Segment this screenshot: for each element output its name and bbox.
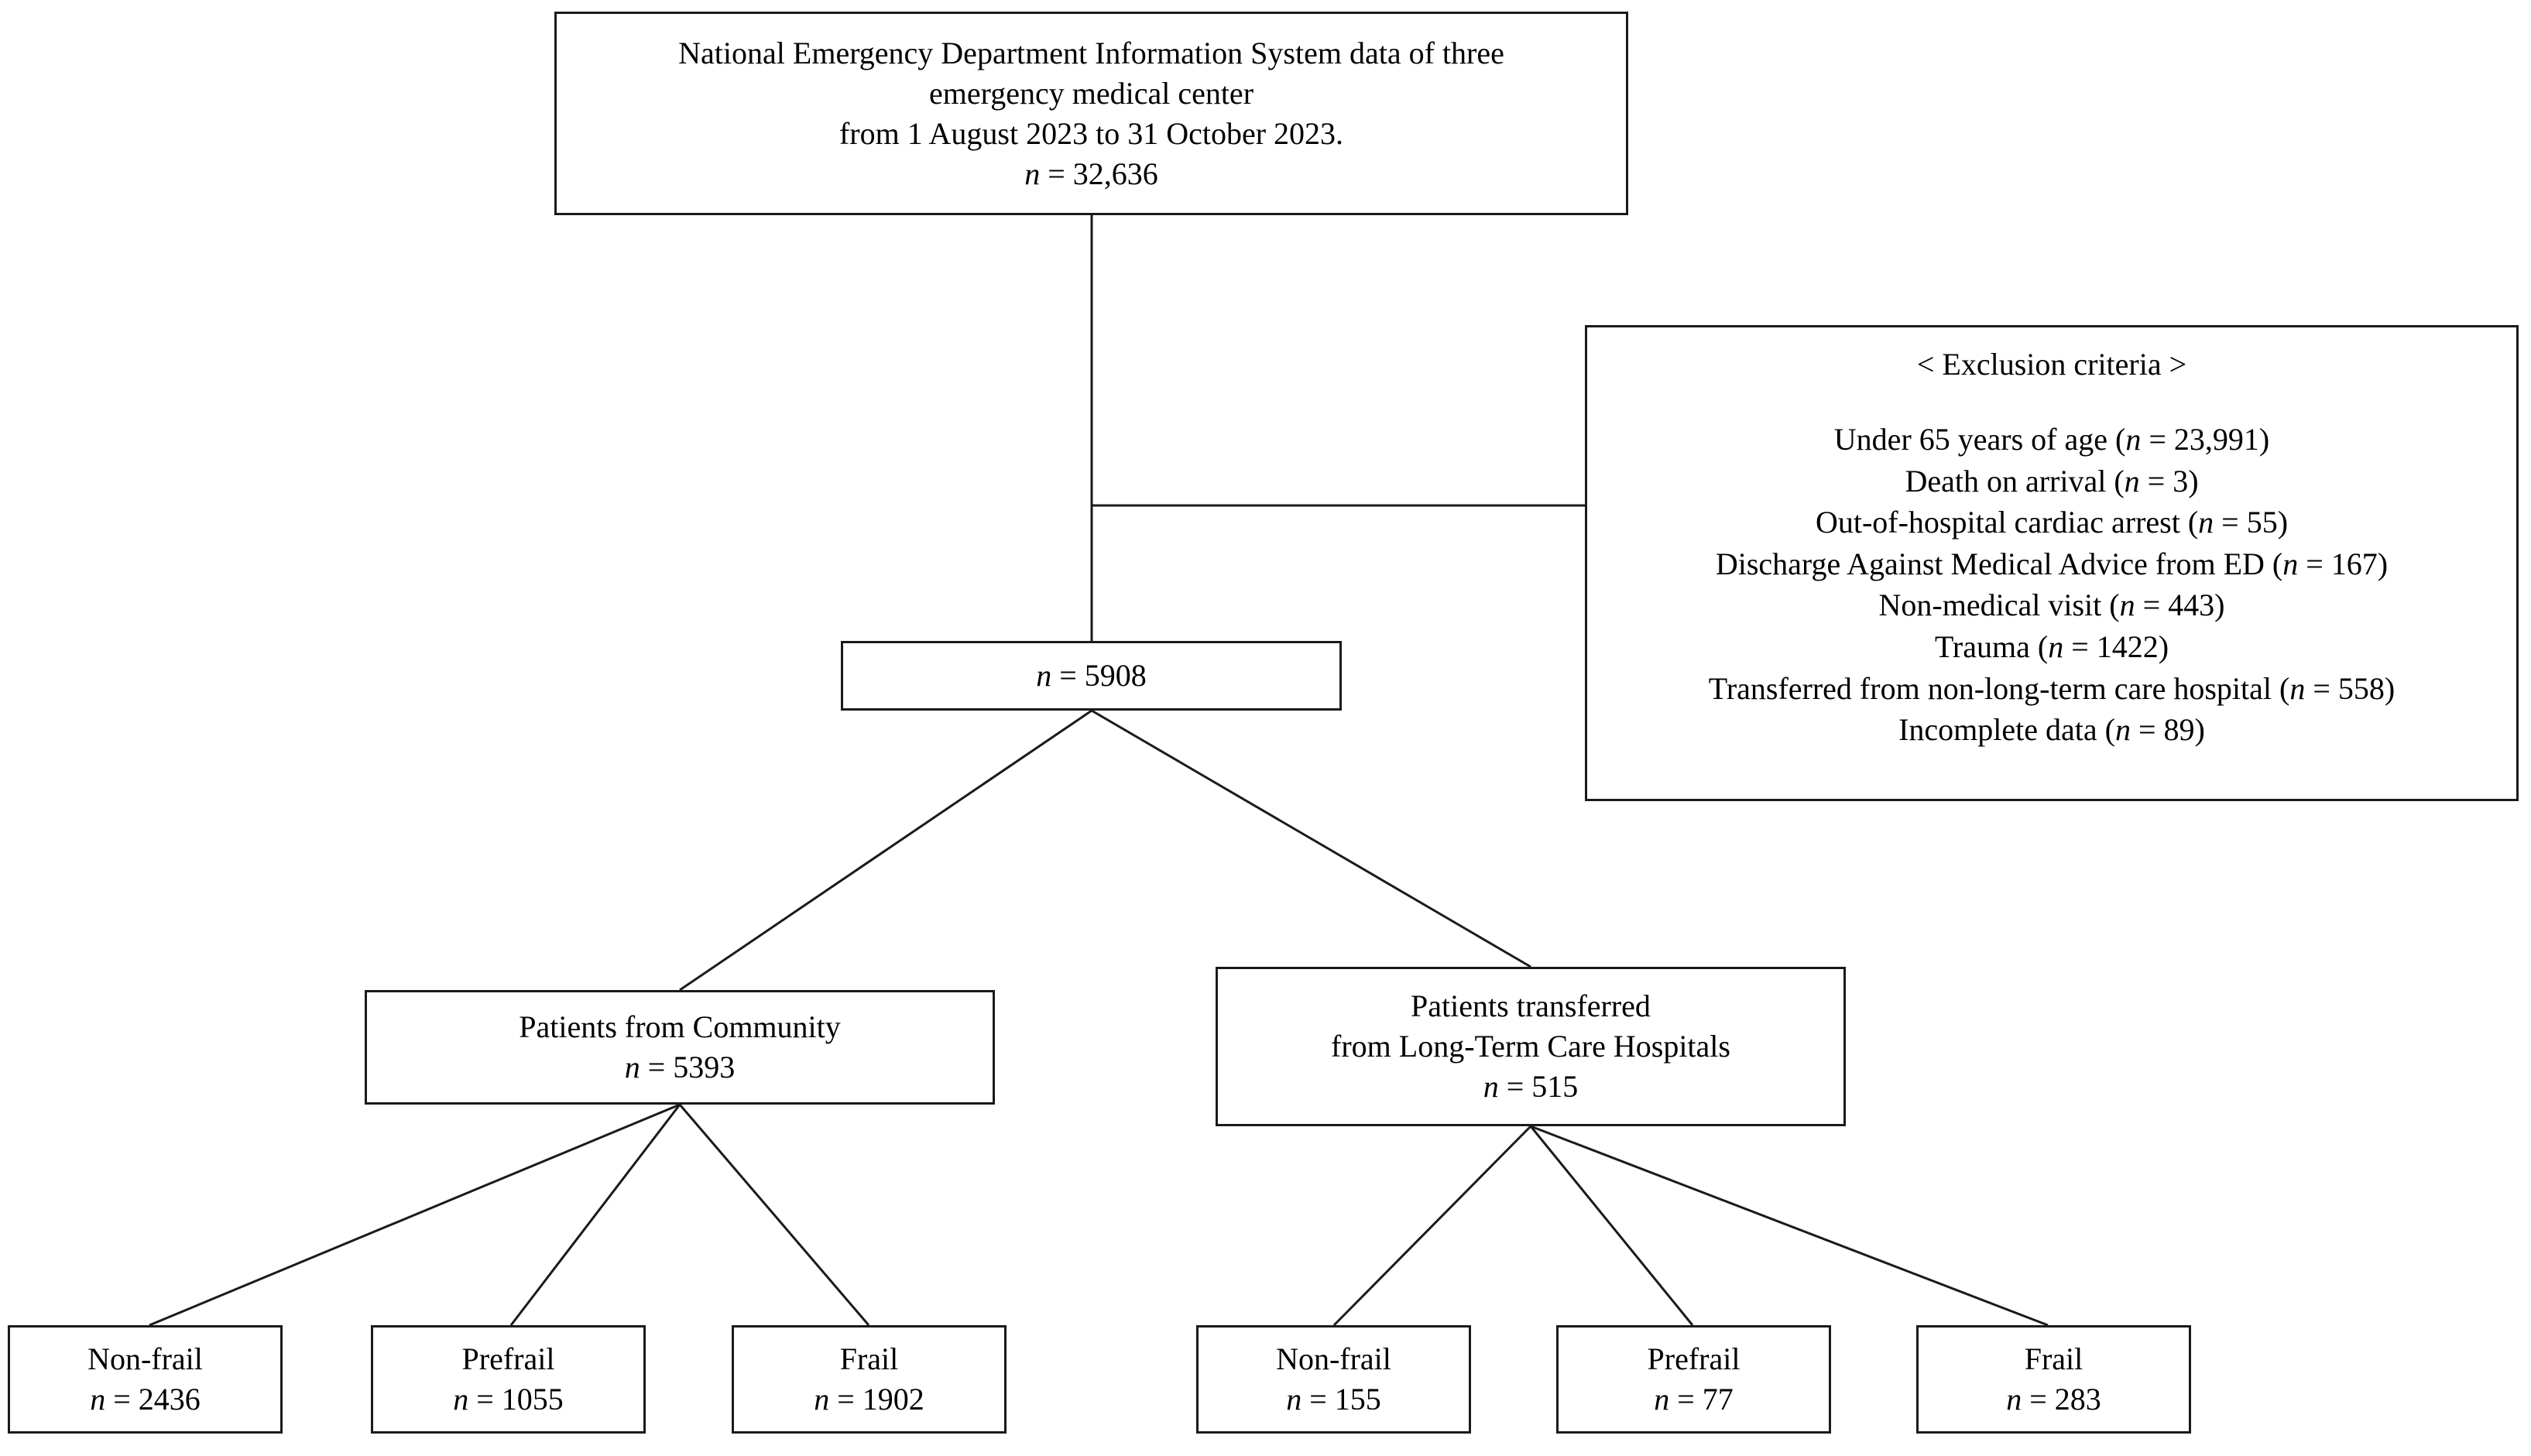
node-community-prefrail: Prefrail n = 1055	[371, 1325, 646, 1434]
community-frail-label: Frail	[839, 1341, 899, 1376]
node-patients-from-community: Patients from Community n = 5393	[365, 990, 995, 1105]
node-transferred-frail: Frail n = 283	[1916, 1325, 2191, 1434]
exclusion-item-non-medical-visit: Non-medical visit (n = 443)	[1878, 588, 2225, 623]
connector-community-to-frail	[678, 1104, 870, 1326]
node-transferred-prefrail: Prefrail n = 77	[1556, 1325, 1831, 1434]
exclusion-item-dama: Discharge Against Medical Advice from ED…	[1715, 546, 2389, 581]
exclusion-item-death-on-arrival: Death on arrival (n = 3)	[1905, 463, 2199, 498]
community-frail-count: n = 1902	[814, 1382, 924, 1417]
connector-community-to-prefrail	[509, 1104, 681, 1326]
community-prefrail-count: n = 1055	[453, 1382, 564, 1417]
included-count: n = 5908	[1036, 658, 1147, 693]
transferred-frail-label: Frail	[2024, 1341, 2083, 1376]
node-community-frail: Frail n = 1902	[732, 1325, 1007, 1434]
node-community-nonfrail: Non-frail n = 2436	[8, 1325, 283, 1434]
community-nonfrail-label: Non-frail	[87, 1341, 203, 1376]
node-source-cohort: National Emergency Department Informatio…	[554, 12, 1628, 215]
connector-transferred-to-nonfrail	[1332, 1125, 1532, 1327]
transferred-prefrail-label: Prefrail	[1647, 1341, 1740, 1376]
node-exclusion-criteria: < Exclusion criteria > Under 65 years of…	[1585, 325, 2519, 801]
community-count: n = 5393	[624, 1050, 736, 1084]
node-patients-transferred-ltch: Patients transferred from Long-Term Care…	[1216, 967, 1846, 1126]
source-line-3: from 1 August 2023 to 31 October 2023.	[839, 115, 1344, 151]
source-line-1: National Emergency Department Informatio…	[678, 35, 1504, 70]
connector-community-to-nonfrail	[149, 1103, 681, 1327]
source-line-2: emergency medical center	[928, 75, 1254, 111]
transferred-nonfrail-label: Non-frail	[1276, 1341, 1391, 1376]
connector-included-to-transferred	[1091, 709, 1531, 968]
community-prefrail-label: Prefrail	[461, 1341, 555, 1376]
transferred-count: n = 515	[1483, 1069, 1579, 1104]
connector-included-to-community	[679, 709, 1092, 992]
exclusion-list: Under 65 years of age (n = 23,991) Death…	[1709, 419, 2395, 751]
exclusion-title: < Exclusion criteria >	[1916, 347, 2187, 382]
transferred-nonfrail-count: n = 155	[1286, 1382, 1381, 1417]
node-transferred-nonfrail: Non-frail n = 155	[1196, 1325, 1471, 1434]
transferred-frail-count: n = 283	[2006, 1382, 2101, 1417]
transferred-label-2: from Long-Term Care Hospitals	[1331, 1029, 1730, 1064]
community-label: Patients from Community	[519, 1009, 841, 1044]
connector-transferred-to-prefrail	[1529, 1125, 1694, 1326]
exclusion-item-under-65: Under 65 years of age (n = 23,991)	[1833, 422, 2270, 457]
exclusion-item-incomplete-data: Incomplete data (n = 89)	[1898, 712, 2205, 748]
connector-transferred-to-frail	[1530, 1125, 2049, 1327]
community-nonfrail-count: n = 2436	[90, 1382, 201, 1417]
exclusion-item-trauma: Trauma (n = 1422)	[1934, 629, 2169, 664]
exclusion-item-ohca: Out-of-hospital cardiac arrest (n = 55)	[1815, 505, 2289, 540]
transferred-label-1: Patients transferred	[1411, 988, 1651, 1023]
node-included-cohort: n = 5908	[841, 641, 1342, 711]
exclusion-item-transferred-non-ltch: Transferred from non-long-term care hosp…	[1708, 670, 2396, 706]
source-count: n = 32,636	[1024, 156, 1158, 191]
transferred-prefrail-count: n = 77	[1654, 1382, 1734, 1417]
